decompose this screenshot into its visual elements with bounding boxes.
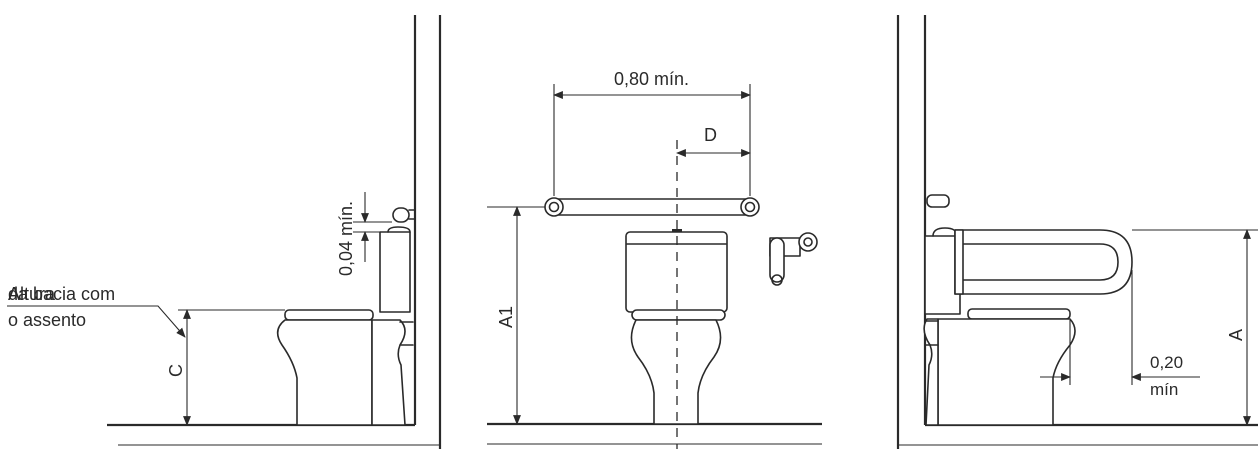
dim-label-020-top: 0,20 bbox=[1150, 353, 1183, 372]
panel-front-view: A1 0,80 mín. D bbox=[487, 69, 822, 449]
dim-label-020-bottom: mín bbox=[1150, 380, 1178, 399]
dim-label-d: D bbox=[704, 125, 717, 145]
seat-label-b: da bacia com bbox=[8, 284, 115, 304]
seat-label-line2: o assento bbox=[8, 310, 86, 330]
dim-label-080: 0,80 mín. bbox=[614, 69, 689, 89]
dim-label-a1: A1 bbox=[496, 306, 516, 328]
dim-label-004: 0,04 mín. bbox=[336, 201, 356, 276]
panel-side-view-fold-bar: 0,20 mín A bbox=[896, 15, 1258, 449]
dim-label-a: A bbox=[1226, 329, 1246, 341]
seat-label-a: Altura bbox=[8, 284, 56, 304]
dim-label-c: C bbox=[166, 364, 186, 377]
panel-side-view: 0,04 mín. C Altura da bacia com o assent… bbox=[7, 15, 442, 449]
